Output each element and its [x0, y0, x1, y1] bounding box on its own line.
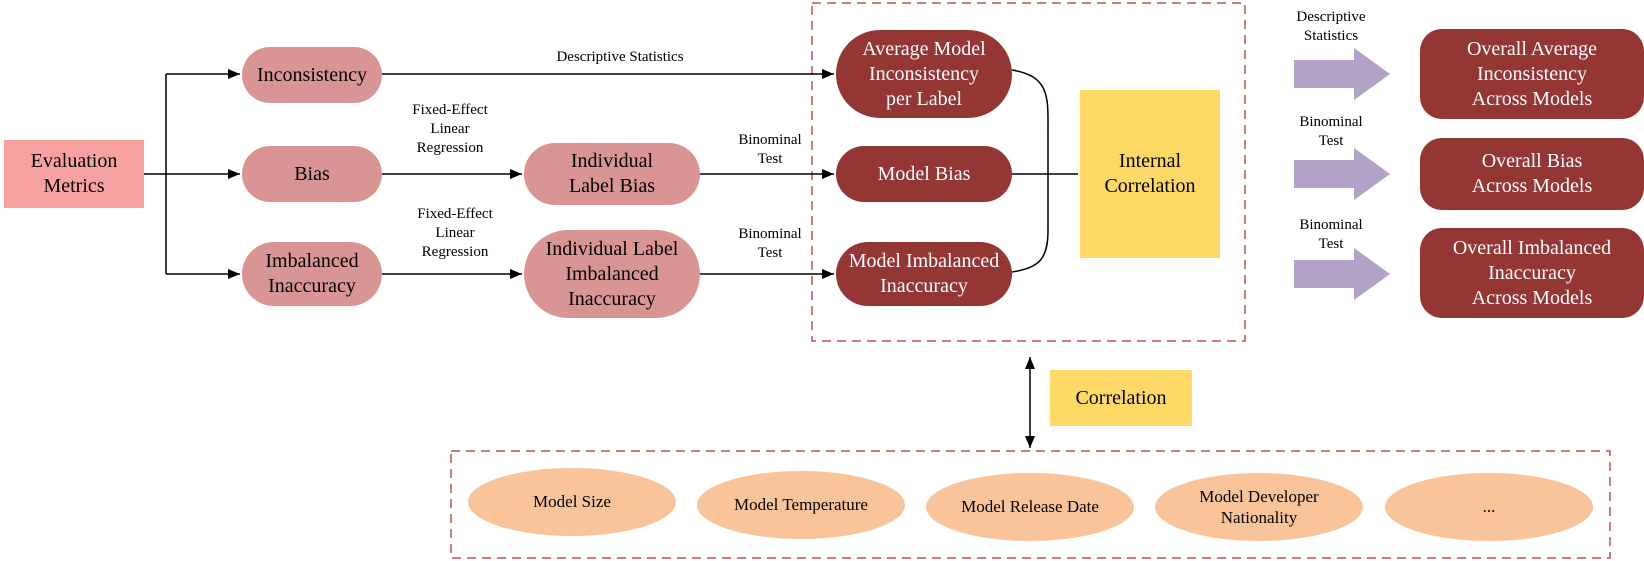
individual-label-imbalanced-inaccuracy-node: Individual Label Imbalanced Inaccuracy: [524, 230, 700, 318]
evaluation-metrics-node: Evaluation Metrics: [4, 140, 144, 208]
block-arrow-3: [1294, 248, 1390, 300]
factor-model-size: Model Size: [468, 468, 676, 536]
internal-correlation-node: Internal Correlation: [1080, 90, 1220, 258]
correlation-node: Correlation: [1050, 370, 1192, 426]
label-right-binominal-test-1: Binominal Test: [1299, 114, 1363, 149]
label-right-binominal-test-2: Binominal Test: [1299, 217, 1363, 252]
label-fixed-effect-regression-2: Fixed-Effect Linear Regression: [417, 206, 493, 260]
individual-label-bias-node: Individual Label Bias: [524, 143, 700, 205]
model-imbalanced-inaccuracy-node: Model Imbalanced Inaccuracy: [836, 242, 1012, 306]
block-arrow-1: [1294, 48, 1390, 100]
model-metrics-group: [811, 2, 1246, 342]
bias-node: Bias: [242, 146, 382, 202]
overall-bias-node: Overall Bias Across Models: [1420, 138, 1644, 210]
model-factors-group: [450, 450, 1611, 559]
inconsistency-node: Inconsistency: [242, 47, 382, 103]
label-binominal-test-2: Binominal Test: [738, 226, 802, 261]
imbalanced-inaccuracy-node: Imbalanced Inaccuracy: [242, 242, 382, 306]
factor-model-developer-nationality: Model Developer Nationality: [1155, 473, 1363, 541]
overall-imbalanced-inaccuracy-node: Overall Imbalanced Inaccuracy Across Mod…: [1420, 228, 1644, 318]
factor-model-temperature: Model Temperature: [697, 471, 905, 539]
label-descriptive-statistics: Descriptive Statistics: [556, 49, 684, 65]
internal-correlation-bracket: [1011, 69, 1049, 273]
label-binominal-test-1: Binominal Test: [738, 132, 802, 167]
block-arrow-2: [1294, 148, 1390, 200]
label-fixed-effect-regression-1: Fixed-Effect Linear Regression: [412, 102, 488, 156]
factor-more: ...: [1385, 473, 1593, 541]
model-bias-node: Model Bias: [836, 146, 1012, 202]
overall-average-inconsistency-node: Overall Average Inconsistency Across Mod…: [1420, 29, 1644, 119]
average-model-inconsistency-node: Average Model Inconsistency per Label: [836, 30, 1012, 118]
label-right-descriptive-statistics: Descriptive Statistics: [1296, 9, 1366, 44]
factor-model-release-date: Model Release Date: [926, 473, 1134, 541]
